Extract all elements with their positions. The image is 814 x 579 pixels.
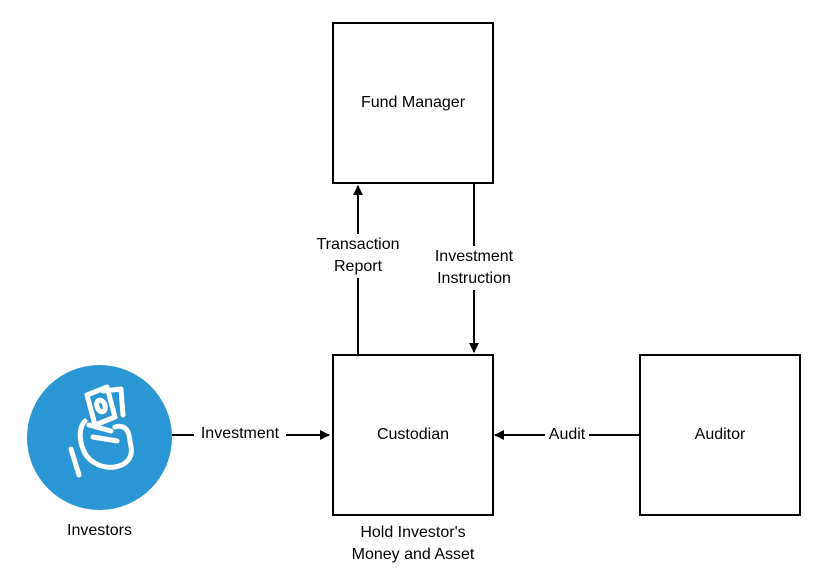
- investment-instruction-label: Investment Instruction: [419, 246, 529, 290]
- investment-label: Investment: [194, 423, 286, 445]
- auditor-box: Auditor: [639, 354, 801, 516]
- fund-manager-label: Fund Manager: [360, 94, 466, 111]
- auditor-label: Auditor: [694, 426, 746, 443]
- custodian-box: Custodian: [332, 354, 494, 516]
- transaction-report-label: Transaction Report: [303, 234, 413, 278]
- custodian-note: Hold Investor's Money and Asset: [322, 522, 504, 566]
- custodian-note-line-2: Money and Asset: [351, 546, 475, 563]
- investors-icon: [27, 365, 172, 510]
- custodian-label: Custodian: [376, 426, 450, 443]
- investors-label: Investors: [67, 522, 132, 539]
- fund-manager-box: Fund Manager: [332, 22, 494, 184]
- investment-instruction-line-2: Instruction: [437, 270, 511, 287]
- custodian-note-line-1: Hold Investor's: [360, 524, 466, 541]
- audit-label: Audit: [545, 424, 589, 446]
- transaction-report-line-2: Report: [333, 258, 383, 275]
- transaction-report-line-1: Transaction: [316, 236, 400, 253]
- investment-instruction-line-1: Investment: [434, 248, 514, 265]
